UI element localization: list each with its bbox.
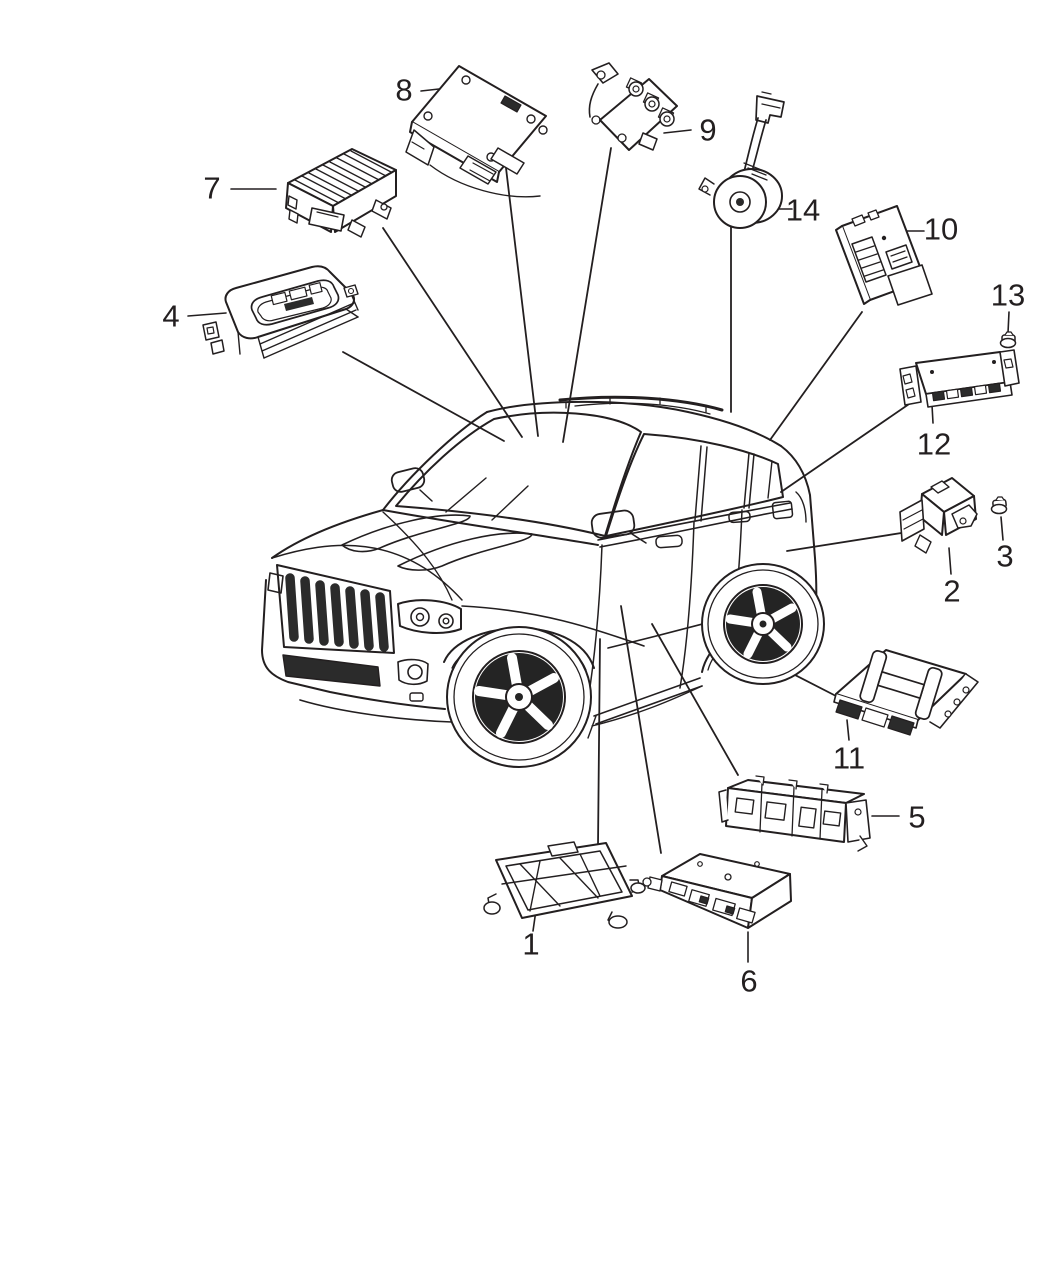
headlamp-projector-2-inner	[442, 617, 450, 625]
leader-line-5	[651, 623, 739, 776]
rear-door-handle	[728, 510, 751, 524]
front-rear-door-seam	[679, 521, 695, 689]
rocker-front	[587, 715, 597, 739]
callout-7[interactable]: 7	[203, 170, 221, 206]
callout-4[interactable]: 4	[162, 298, 180, 334]
part-7-drawing	[285, 148, 397, 238]
fuel-door	[771, 500, 794, 520]
marker-lamp	[267, 572, 284, 594]
vehicle-drawing	[261, 395, 825, 768]
leader-line-8	[505, 167, 539, 437]
part-10-drawing	[835, 205, 933, 306]
callout-1[interactable]: 1	[522, 926, 540, 962]
leader-line-6	[620, 605, 662, 854]
fender-top-line	[461, 605, 645, 647]
taillamp-hint	[795, 491, 807, 523]
leader-line-2	[786, 530, 915, 552]
callout-12[interactable]: 12	[916, 426, 952, 462]
part-4-drawing	[202, 265, 359, 359]
callout-6[interactable]: 6	[740, 963, 758, 999]
roof-line	[486, 400, 782, 447]
fog-lamp	[407, 664, 423, 680]
callout-5[interactable]: 5	[908, 799, 926, 835]
leader-lines	[342, 147, 915, 854]
tick-11	[846, 719, 850, 741]
hood-vent-right	[397, 532, 533, 571]
cowl-line	[382, 509, 599, 546]
windshield	[395, 411, 642, 537]
grille-outline	[276, 564, 395, 654]
part-8-drawing	[405, 65, 548, 198]
side-glass	[605, 433, 784, 537]
bumper-air-dam	[282, 654, 381, 687]
fog-lamp-pocket	[397, 658, 429, 686]
windshield-wipers	[445, 477, 529, 521]
leader-line-1	[597, 638, 601, 847]
tick-3	[1000, 516, 1004, 541]
leader-line-10	[769, 311, 863, 441]
part-6-drawing	[642, 853, 792, 929]
grille-slots	[285, 573, 389, 652]
underbody-line	[591, 685, 703, 727]
tick-13	[1007, 311, 1010, 334]
roof-rail-feet	[565, 397, 707, 413]
callout-13[interactable]: 13	[990, 277, 1026, 313]
c-pillar	[743, 452, 755, 509]
callout-2[interactable]: 2	[943, 573, 961, 609]
quarter-window-divider	[767, 460, 773, 499]
leader-line-9	[562, 147, 612, 443]
part-13-drawing	[999, 331, 1017, 349]
tick-2	[948, 547, 952, 575]
headlamp-projector-1-inner	[415, 612, 425, 622]
front-door-handle	[655, 534, 683, 549]
headlamp-projector-1	[410, 607, 430, 627]
leader-line-7	[382, 227, 523, 438]
headlamp	[397, 599, 462, 634]
bumper-outline	[261, 579, 446, 710]
hood-vent-left	[341, 514, 471, 553]
beltline	[597, 502, 793, 548]
tick-9	[663, 129, 692, 134]
callout-3[interactable]: 3	[996, 538, 1014, 574]
part-5-drawing	[718, 775, 871, 852]
rocker-panel	[593, 677, 703, 725]
bumper-chin	[299, 699, 453, 723]
part-2-drawing	[899, 477, 978, 554]
callout-9[interactable]: 9	[699, 112, 717, 148]
part-3-drawing	[990, 496, 1008, 515]
headlamp-projector-2	[438, 613, 454, 629]
b-pillar	[694, 445, 708, 522]
leader-line-4	[342, 351, 505, 442]
roof-rail	[558, 395, 724, 412]
hood-left-edge	[271, 509, 384, 559]
callout-8[interactable]: 8	[395, 72, 413, 108]
side-mirror-far	[390, 467, 426, 493]
side-mirror-near	[590, 509, 636, 539]
tow-hook	[409, 692, 424, 702]
rear-wheel	[701, 563, 825, 685]
part-11-drawing	[833, 649, 979, 736]
a-pillar-far	[382, 411, 488, 511]
part-12-drawing	[899, 349, 1020, 408]
leader-line-12	[780, 401, 913, 493]
hood-front-edge	[271, 544, 463, 601]
front-wheel	[446, 626, 592, 768]
part-1-drawing	[483, 841, 646, 929]
part-14-drawing	[698, 91, 785, 229]
tick-4	[187, 312, 227, 317]
callout-11[interactable]: 11	[832, 740, 866, 776]
part-9-drawing	[588, 62, 678, 151]
side-mirror-far-stem	[419, 489, 433, 502]
callout-10[interactable]: 10	[923, 211, 959, 247]
hood-side-crease	[382, 511, 453, 601]
side-mirror-near-stem	[631, 533, 647, 544]
roof-rail-inner	[574, 402, 711, 415]
tick-12	[931, 404, 934, 424]
callout-14[interactable]: 14	[785, 192, 821, 228]
